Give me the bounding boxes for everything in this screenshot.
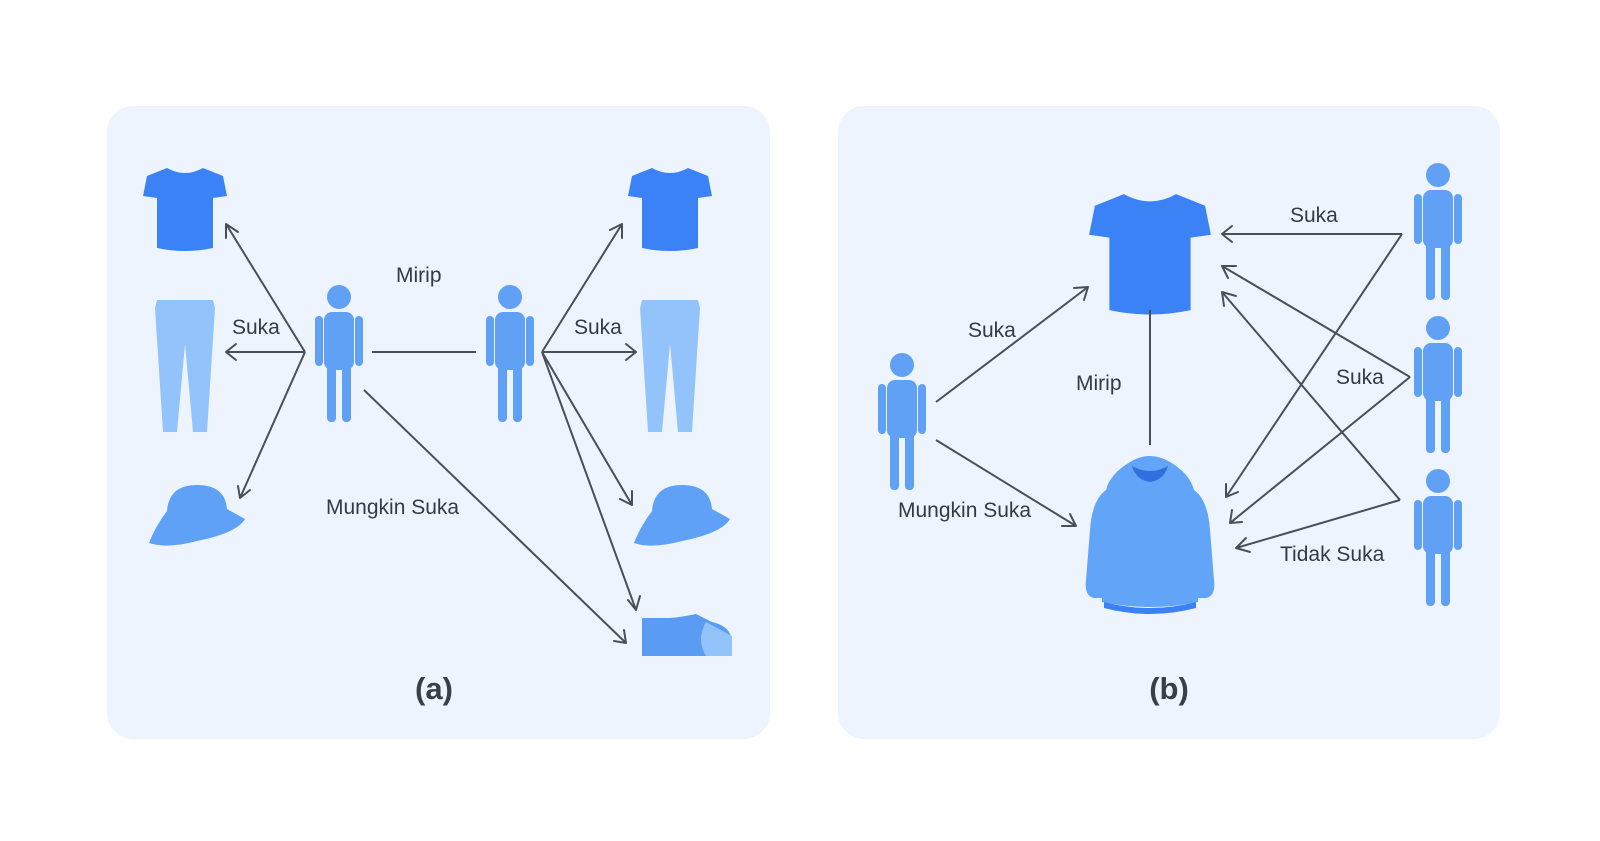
panel-b: Suka Mungkin Suka Mirip Suka Suka Tidak … bbox=[838, 106, 1500, 739]
label-like-top: Suka bbox=[1290, 204, 1338, 227]
caption-a: (a) bbox=[415, 671, 453, 706]
edges-right-users bbox=[1221, 225, 1411, 553]
panel-a-background bbox=[107, 106, 770, 739]
edges-left-user-b bbox=[935, 286, 1089, 527]
label-similar: Mirip bbox=[1076, 372, 1122, 395]
panel-a: Mirip Suka Suka Mungkin Suka (a) bbox=[107, 106, 770, 739]
hoodie-icon bbox=[1085, 456, 1215, 614]
label-like-mid: Suka bbox=[1336, 366, 1384, 389]
edges-right-user bbox=[541, 223, 641, 611]
label-like-right: Suka bbox=[574, 316, 622, 339]
maybe-like-edge bbox=[363, 389, 627, 644]
edges-left-user bbox=[225, 223, 306, 499]
label-similar: Mirip bbox=[396, 264, 442, 287]
caption-b: (b) bbox=[1149, 671, 1189, 706]
label-dislike: Tidak Suka bbox=[1280, 543, 1385, 566]
label-maybe-like: Mungkin Suka bbox=[898, 499, 1031, 522]
label-maybe-like: Mungkin Suka bbox=[326, 496, 459, 519]
label-like-left: Suka bbox=[232, 316, 280, 339]
label-like-user: Suka bbox=[968, 319, 1016, 342]
panel-b-background bbox=[838, 106, 1500, 739]
shoe-icon bbox=[642, 614, 732, 656]
